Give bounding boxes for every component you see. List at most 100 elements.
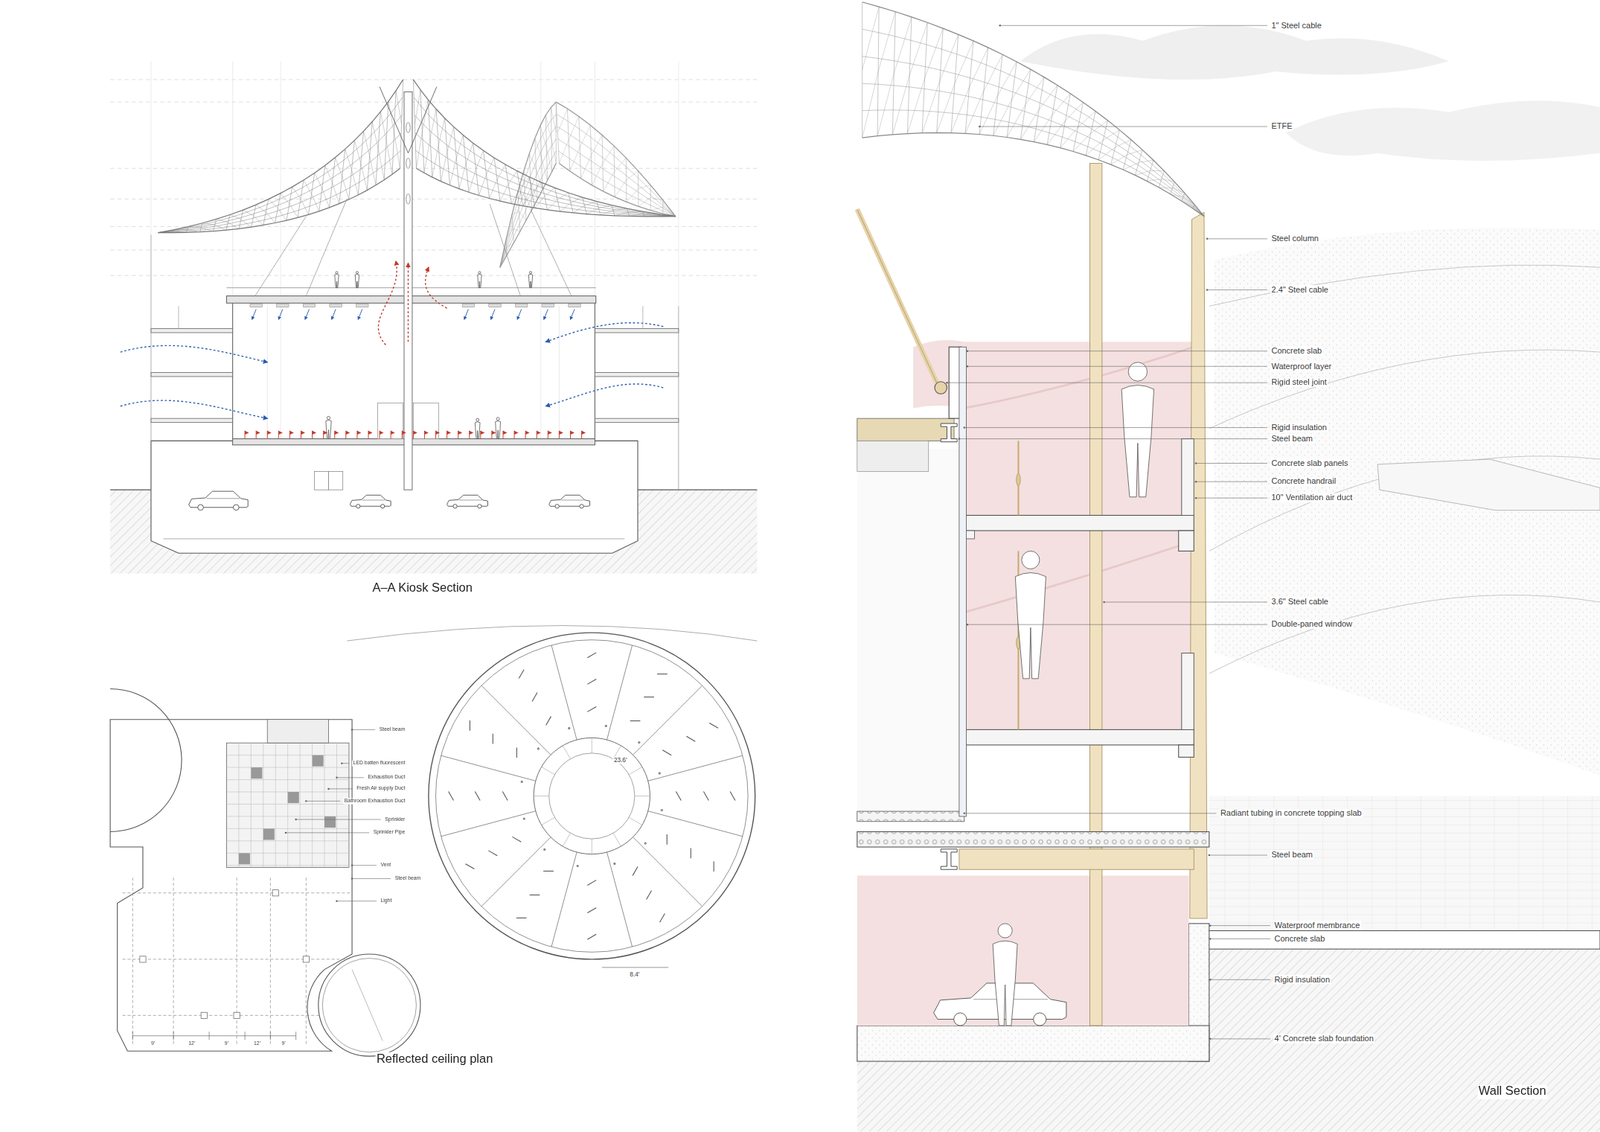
callout-label: 1" Steel cable <box>1270 20 1323 31</box>
person-head <box>997 923 1013 938</box>
mesh-line <box>438 118 445 146</box>
hub-spoke <box>628 817 643 825</box>
grid-line <box>110 168 757 169</box>
hub-spoke <box>541 817 556 825</box>
person-head <box>478 271 481 274</box>
beam-line <box>122 958 353 960</box>
core-grid <box>226 742 350 867</box>
beam-line <box>270 877 271 1046</box>
mesh-line <box>877 72 894 136</box>
diffuser <box>514 304 527 308</box>
grid-line <box>110 226 757 227</box>
column-opening <box>406 122 411 134</box>
sprinkler <box>543 848 546 851</box>
mesh-line <box>969 47 989 88</box>
mesh-line <box>951 87 970 133</box>
radial-beam <box>481 685 551 755</box>
callout-label: ETFE <box>1270 122 1294 132</box>
leader-dot <box>1195 480 1197 483</box>
person-head <box>496 417 500 421</box>
sprinkler <box>576 864 579 867</box>
leader-line <box>1195 481 1268 483</box>
landscape-mound <box>1214 227 1600 776</box>
leader-line <box>305 800 341 802</box>
steel-beam <box>959 849 1194 870</box>
terrain-curve <box>1209 349 1600 429</box>
leader-line <box>336 900 376 902</box>
person-figure <box>354 273 359 288</box>
ground-line <box>110 489 152 491</box>
steel-cable-edge <box>857 209 937 383</box>
mesh-curve <box>556 114 676 217</box>
column-branch <box>407 87 437 154</box>
parking-volume <box>857 875 1190 1026</box>
leader-dot <box>1206 238 1208 240</box>
led-light <box>448 791 454 801</box>
led-light <box>632 866 638 876</box>
radiant-flag <box>558 430 563 435</box>
person-figure <box>495 421 501 440</box>
mesh-curve <box>413 79 675 217</box>
concrete-slab <box>964 729 1195 745</box>
tension-cable <box>489 203 521 296</box>
reflected-ceiling-plan <box>110 625 757 1057</box>
mesh-line <box>983 54 1003 91</box>
rotunda-line <box>352 969 383 1042</box>
mesh-curve <box>158 79 404 233</box>
leader-line <box>979 126 1268 128</box>
mesh-curve <box>862 2 1205 217</box>
mesh-line <box>1025 77 1045 105</box>
door <box>328 471 344 490</box>
ground-slab <box>1188 930 1600 950</box>
supply-arrow <box>357 308 362 320</box>
mesh-line <box>459 163 466 190</box>
mesh-line <box>352 169 359 195</box>
beam-line <box>122 892 353 894</box>
radiant-flag <box>346 430 350 435</box>
hub-spoke <box>613 832 621 847</box>
mesh-line <box>603 171 615 192</box>
mesh-line <box>878 11 896 72</box>
plan-outline <box>110 719 352 1052</box>
exhaust-arrow <box>425 267 448 309</box>
led-light <box>518 669 524 679</box>
sprinkler <box>520 780 524 783</box>
led-light <box>543 870 554 872</box>
mesh-line <box>331 182 339 204</box>
hub-spoke <box>562 745 571 760</box>
drawing-caption: A–A Kiosk Section <box>371 581 474 597</box>
column-opening <box>406 194 411 205</box>
grid-line <box>677 61 679 490</box>
mesh-line <box>360 162 367 190</box>
basement <box>151 440 638 553</box>
mesh-line <box>511 188 521 204</box>
hub-ring <box>549 753 635 839</box>
leader-line <box>1104 601 1268 603</box>
mesh-line <box>289 203 298 219</box>
terrain-curve <box>1209 456 1600 552</box>
leader-line <box>1000 25 1268 27</box>
car-wheel <box>232 504 239 511</box>
person-head <box>529 271 532 274</box>
ramp-edge <box>964 541 1195 613</box>
leader-dot <box>1102 601 1105 603</box>
car-wheel <box>477 504 482 509</box>
dimension: 23.6' <box>613 756 629 764</box>
leader-dot <box>305 800 307 802</box>
mesh-line <box>922 80 940 133</box>
duct-square <box>263 828 275 840</box>
mesh-curve <box>862 83 1205 217</box>
leader-line <box>959 438 1268 440</box>
mesh-line <box>541 157 548 181</box>
callout-label: Steel beam <box>393 875 422 882</box>
mesh-line <box>954 40 974 85</box>
leader-dot <box>1195 497 1197 499</box>
leader-dot <box>351 877 353 879</box>
radiant-flag <box>357 430 361 435</box>
grid-line <box>324 742 326 867</box>
steel-column <box>1089 162 1102 1026</box>
duct-square <box>312 755 324 767</box>
car-wheel <box>555 504 559 509</box>
radiant-flag <box>413 430 417 435</box>
